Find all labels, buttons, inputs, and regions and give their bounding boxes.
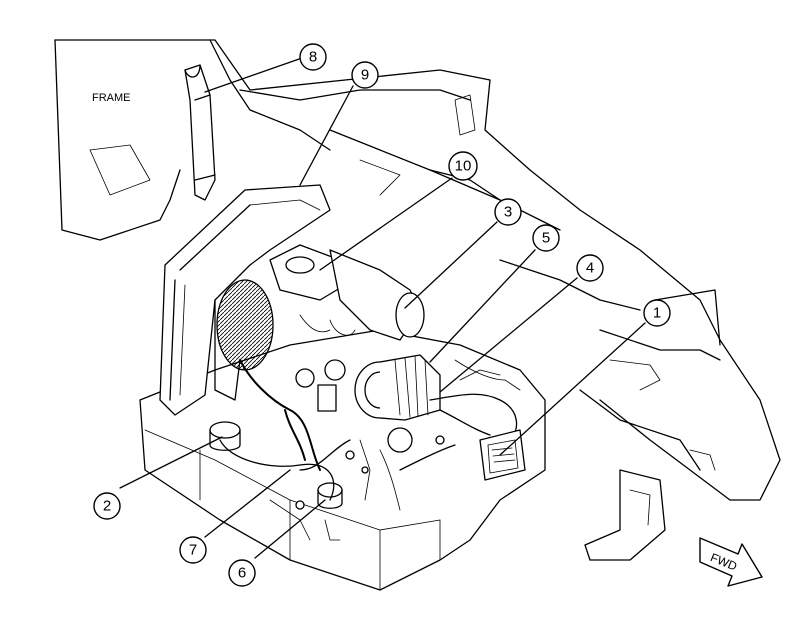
svg-text:2: 2 [103,498,111,515]
callout-5: 5 [532,224,560,252]
exhaust-stack [184,64,216,201]
callout-2: 2 [93,492,121,520]
frame-structure [54,39,781,561]
engine-components [209,244,526,541]
forward-arrow: FWD [699,537,763,587]
callout-3: 3 [494,198,522,226]
engine-base [139,329,546,591]
svg-text:5: 5 [542,230,550,247]
svg-text:7: 7 [189,542,197,559]
svg-text:3: 3 [504,204,512,221]
callout-4: 4 [576,254,604,282]
leader-lines [119,57,646,559]
frame-label: FRAME [92,92,131,104]
callout-6: 6 [228,559,256,587]
svg-text:8: 8 [309,49,317,66]
callout-9: 9 [351,61,379,89]
svg-text:1: 1 [653,305,661,322]
callout-1: 1 [643,299,671,327]
callout-7: 7 [179,536,207,564]
svg-text:9: 9 [361,67,369,84]
svg-text:4: 4 [586,260,594,277]
svg-text:10: 10 [455,158,472,175]
svg-text:6: 6 [238,565,246,582]
callout-8: 8 [299,43,327,71]
callout-10: 10 [448,151,478,181]
